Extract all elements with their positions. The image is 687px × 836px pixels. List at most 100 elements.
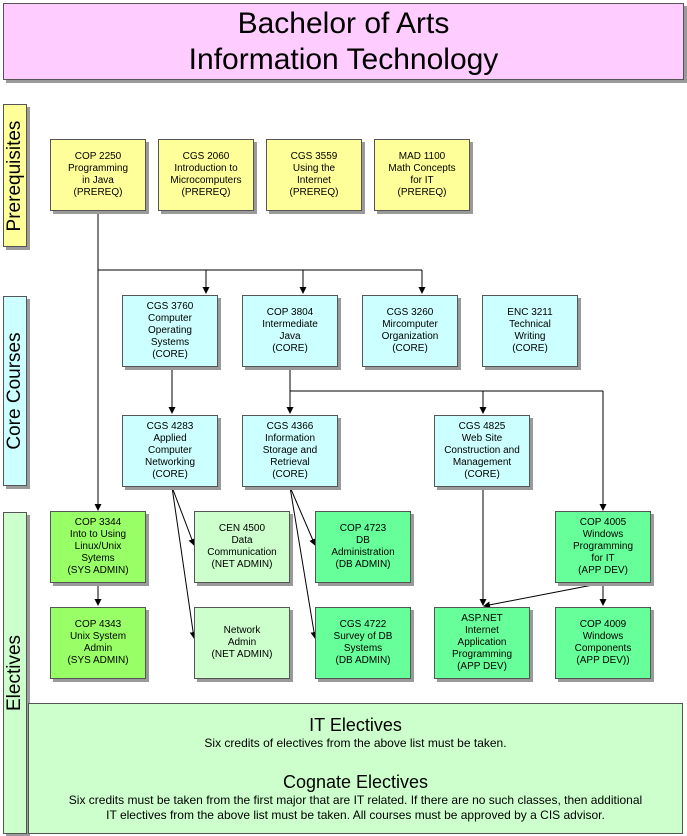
section-prerequisites: Prerequisites: [3, 104, 27, 247]
course-cgs4283: CGS 4283 Applied Computer Networking (CO…: [122, 415, 218, 487]
course-type: (SYS ADMIN): [67, 565, 129, 576]
course-cen4500: CEN 4500 Data Communication (NET ADMIN): [194, 511, 290, 583]
course-line: Mircomputer: [382, 319, 438, 330]
course-line: Introduction to: [174, 163, 238, 174]
course-cgs4825: CGS 4825 Web Site Construction and Manag…: [434, 415, 530, 487]
course-line: Network: [223, 625, 261, 636]
course-code: COP 4723: [339, 523, 387, 534]
course-line: Windows: [582, 529, 624, 540]
course-code: CEN 4500: [218, 523, 266, 534]
course-type: (CORE): [464, 469, 500, 480]
course-enc3211: ENC 3211 Technical Writing (CORE): [482, 295, 578, 367]
arrow-cop4005-to-aspnet: [483, 582, 604, 609]
course-code: CGS 3260: [386, 307, 434, 318]
page-title: Bachelor of Arts Information Technology: [3, 3, 684, 80]
course-code: CGS 4825: [458, 421, 506, 432]
course-line: Data: [231, 535, 253, 546]
arrow-to-cen4500: [171, 486, 196, 546]
course-line: for IT: [591, 553, 615, 564]
course-line: Java: [279, 331, 301, 342]
course-line: Microcomputers: [170, 175, 242, 186]
course-line: Math Concepts: [388, 163, 456, 174]
course-type: (PREREQ): [397, 187, 447, 198]
course-type: (CORE): [152, 349, 188, 360]
course-line: Intermediate: [262, 319, 318, 330]
course-type: (CORE): [152, 469, 188, 480]
course-code: COP 4005: [579, 517, 627, 528]
course-line: for IT: [410, 175, 434, 186]
course-cop3804: COP 3804 Intermediate Java (CORE): [242, 295, 338, 367]
course-type: (CORE): [272, 343, 308, 354]
course-type: (CORE): [272, 469, 308, 480]
course-code: CGS 4366: [266, 421, 314, 432]
course-line: Components: [574, 643, 632, 654]
course-line: Administration: [331, 547, 395, 558]
course-cop4723: COP 4723 DB Administration (DB ADMIN): [315, 511, 411, 583]
course-line: DB: [356, 535, 370, 546]
course-code: CGS 2060: [182, 151, 230, 162]
course-code: COP 3344: [74, 517, 122, 528]
course-line: Writing: [514, 331, 546, 342]
arrow-to-network-admin: [171, 486, 197, 639]
course-line: Applied: [153, 433, 187, 444]
course-type: (NET ADMIN): [211, 559, 273, 570]
course-line: Information: [264, 433, 316, 444]
section-core-courses: Core Courses: [3, 296, 27, 486]
course-line: Admin: [227, 637, 257, 648]
course-line: Web Site: [461, 433, 503, 444]
course-line: Internet: [465, 625, 499, 636]
course-type: (NET ADMIN): [211, 649, 273, 660]
course-code: ENC 3211: [507, 307, 553, 318]
cognate-electives-heading: Cognate Electives: [282, 772, 429, 792]
course-line: Construction and: [444, 445, 520, 456]
course-line: Management: [452, 457, 512, 468]
course-type: (CORE): [512, 343, 548, 354]
it-electives-heading: IT Electives: [309, 715, 402, 735]
course-line: Windows: [582, 631, 624, 642]
course-line: Networking: [144, 457, 196, 468]
course-line: Computer: [148, 313, 192, 324]
course-cgs3559: CGS 3559 Using the Internet (PREREQ): [266, 139, 362, 211]
course-line: Using the: [292, 163, 336, 174]
it-electives-text: Six credits of electives from the above …: [204, 736, 507, 750]
course-code: CGS 3760: [146, 301, 194, 312]
course-line: Technical: [509, 319, 551, 330]
course-line: Linux/Unix: [74, 541, 122, 552]
course-cop4005: COP 4005 Windows Programming for IT (APP…: [555, 511, 651, 583]
course-code: CGS 4283: [146, 421, 194, 432]
course-line: Storage and: [262, 445, 318, 456]
course-code: COP 4343: [74, 619, 122, 630]
course-line: Programming: [572, 541, 634, 552]
course-type: (APP DEV): [457, 661, 507, 672]
course-line: Unix System: [69, 631, 127, 642]
course-cgs2060: CGS 2060 Introduction to Microcomputers …: [158, 139, 254, 211]
title-line-1: Bachelor of Arts: [237, 6, 450, 40]
course-line: Systems: [343, 643, 383, 654]
course-type: (PREREQ): [181, 187, 231, 198]
course-line: Survey of DB: [333, 631, 393, 642]
course-type: (DB ADMIN): [335, 655, 391, 666]
course-line: Retrieval: [270, 457, 310, 468]
course-line: Application: [457, 637, 507, 648]
arrow-to-cgs4722: [289, 486, 318, 639]
title-line-2: Information Technology: [188, 42, 499, 76]
course-line: in Java: [82, 175, 114, 186]
course-code: COP 3804: [266, 307, 314, 318]
course-code: COP 4009: [579, 619, 627, 630]
course-cgs3260: CGS 3260 Mircomputer Organization (CORE): [362, 295, 458, 367]
course-line: Communication: [207, 547, 277, 558]
course-code: CGS 4722: [339, 619, 387, 630]
course-line: Computer: [148, 445, 192, 456]
course-cgs4366: CGS 4366 Information Storage and Retriev…: [242, 415, 338, 487]
course-line: Programming: [451, 649, 513, 660]
course-type: (PREREQ): [73, 187, 123, 198]
course-line: Internet: [297, 175, 331, 186]
course-type: (APP DEV)): [576, 655, 630, 666]
course-cgs3760: CGS 3760 Computer Operating Systems (COR…: [122, 295, 218, 367]
course-type: (APP DEV): [578, 565, 628, 576]
cognate-electives-line-2: IT electives from the above list must be…: [106, 808, 605, 822]
cognate-electives-line-1: Six credits must be taken from the first…: [68, 793, 643, 807]
course-line: Into to Using: [69, 529, 127, 540]
course-line: Programming: [67, 163, 129, 174]
course-type: (SYS ADMIN): [67, 655, 129, 666]
